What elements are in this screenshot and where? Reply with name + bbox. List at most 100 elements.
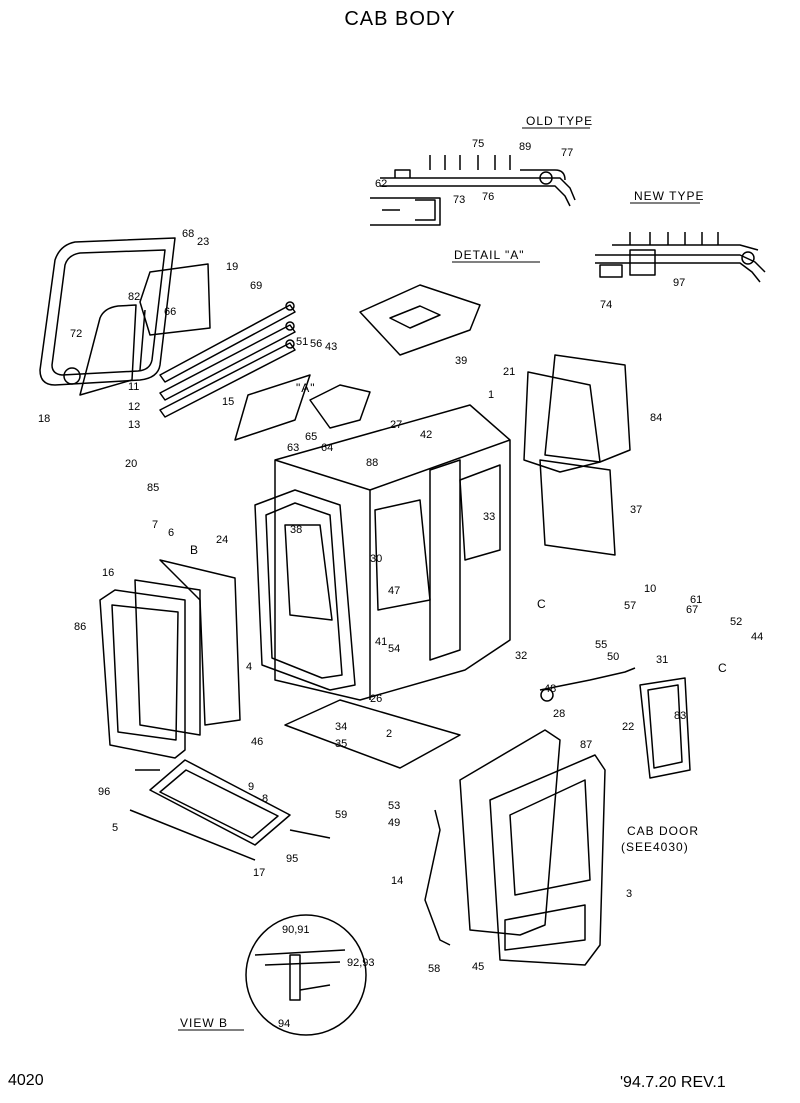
part-label: 28 xyxy=(553,708,565,720)
part-label: 11 xyxy=(128,381,139,393)
part-label: 48 xyxy=(544,683,556,695)
part-label: 54 xyxy=(388,643,400,655)
part-label: 64 xyxy=(321,442,333,454)
part-label: 86 xyxy=(74,621,86,633)
roof-vent xyxy=(309,384,371,429)
part-label: 68 xyxy=(182,228,194,240)
page-title: CAB BODY xyxy=(344,8,456,30)
part-label: 72 xyxy=(70,328,82,340)
part-label: 38 xyxy=(290,524,302,536)
part-label: 47 xyxy=(388,585,400,597)
part-label: 76 xyxy=(482,191,494,203)
front-frame xyxy=(254,489,356,691)
new-type-label: NEW TYPE xyxy=(634,189,704,203)
part-label: 90,91 xyxy=(282,924,310,936)
part-label: 7 xyxy=(152,519,158,531)
part-label: 39 xyxy=(455,355,467,367)
left-side-glass xyxy=(99,559,241,759)
part-label: 75 xyxy=(472,138,484,150)
part-label: 59 xyxy=(335,809,347,821)
part-label: 97 xyxy=(673,277,685,289)
part-label: 65 xyxy=(305,431,317,443)
part-label: 20 xyxy=(125,458,137,470)
cab-door-ref-label: (SEE4030) xyxy=(621,840,689,854)
part-label: 61 xyxy=(690,594,702,606)
cab-frame xyxy=(274,404,511,701)
part-label: 84 xyxy=(650,412,662,424)
part-label: 3 xyxy=(626,888,632,900)
floor-plate xyxy=(284,699,461,769)
callout-a: "A" xyxy=(296,381,316,395)
door-small-window xyxy=(639,677,691,779)
part-label: 17 xyxy=(253,867,265,879)
knob xyxy=(540,688,554,702)
part-label: 34 xyxy=(335,721,347,733)
part-label: 85 xyxy=(147,482,159,494)
part-label: 35 xyxy=(335,738,347,750)
part-label: 6 xyxy=(168,527,174,539)
part-label: 67 xyxy=(686,604,698,616)
part-label: 51 xyxy=(296,336,308,348)
revision-date: '94.7.20 REV.1 xyxy=(620,1074,726,1091)
part-label: 43 xyxy=(325,341,337,353)
part-label: 21 xyxy=(503,366,515,378)
page-number: 4020 xyxy=(8,1072,44,1089)
part-label: 57 xyxy=(624,600,636,612)
callout-b: B xyxy=(190,543,199,557)
roof-panel xyxy=(359,284,481,356)
lower-window xyxy=(129,759,331,861)
old-type-label: OLD TYPE xyxy=(526,114,593,128)
part-label: 82 xyxy=(128,291,140,303)
part-label: 14 xyxy=(391,875,403,887)
part-label: 94 xyxy=(278,1018,290,1030)
part-label: 45 xyxy=(472,961,484,973)
callout-c-1: C xyxy=(537,597,547,611)
part-label: 52 xyxy=(730,616,742,628)
part-label: 42 xyxy=(420,429,432,441)
part-label: 87 xyxy=(580,739,592,751)
part-label: 1 xyxy=(488,389,494,401)
part-label: 88 xyxy=(366,457,378,469)
new-type-detail xyxy=(595,232,766,283)
part-label: 32 xyxy=(515,650,527,662)
part-label: 50 xyxy=(607,651,619,663)
support-bars xyxy=(159,301,296,418)
part-label: 15 xyxy=(222,396,234,408)
old-type-detail xyxy=(370,155,576,226)
part-label: 69 xyxy=(250,280,262,292)
part-label: 46 xyxy=(251,736,263,748)
part-label: 23 xyxy=(197,236,209,248)
part-label: 33 xyxy=(483,511,495,523)
left-window-assembly xyxy=(39,237,211,396)
callout-c-2: C xyxy=(718,661,728,675)
part-label: 44 xyxy=(751,631,763,643)
detail-a-label: DETAIL "A" xyxy=(454,248,525,262)
part-label: 37 xyxy=(630,504,642,516)
part-label: 8 xyxy=(262,793,268,805)
part-label: 63 xyxy=(287,442,299,454)
grab-handle xyxy=(539,667,636,691)
part-label: 55 xyxy=(595,639,607,651)
roof-glass xyxy=(234,374,311,441)
part-label: 31 xyxy=(656,654,668,666)
part-label: 74 xyxy=(600,299,612,311)
part-label: 18 xyxy=(38,413,50,425)
part-label: 2 xyxy=(386,728,392,740)
part-label: 27 xyxy=(390,419,402,431)
part-label: 13 xyxy=(128,419,140,431)
part-label: 9 xyxy=(248,781,254,793)
part-label: 12 xyxy=(128,401,140,413)
part-label: 49 xyxy=(388,817,400,829)
part-label: 16 xyxy=(102,567,114,579)
cab-door xyxy=(424,729,606,966)
part-label: 53 xyxy=(388,800,400,812)
part-label: 24 xyxy=(216,534,228,546)
part-label: 41 xyxy=(375,636,387,648)
part-label: 66 xyxy=(164,306,176,318)
cab-door-label: CAB DOOR xyxy=(627,824,699,838)
part-number-labels: 1 2 3 4 5 6 7 8 9 10 11 12 13 14 15 16 1… xyxy=(38,138,763,1030)
part-label: 96 xyxy=(98,786,110,798)
part-label: 26 xyxy=(370,693,382,705)
part-label: 58 xyxy=(428,963,440,975)
part-label: 77 xyxy=(561,147,573,159)
